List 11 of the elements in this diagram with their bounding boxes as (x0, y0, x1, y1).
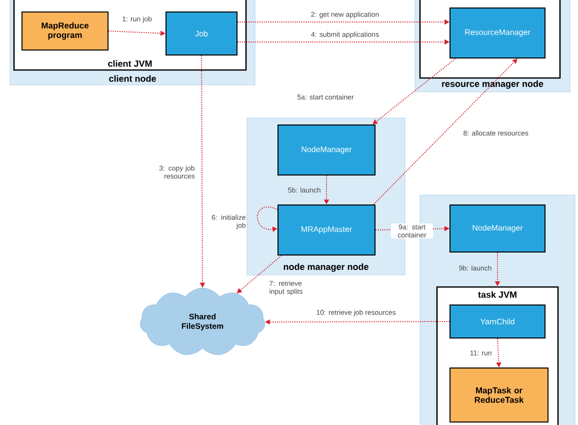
program-box: MapTask or ReduceTask (450, 368, 548, 422)
arrow (373, 58, 518, 205)
process-box: YarnChild (450, 304, 546, 338)
process-box: NodeManager (278, 124, 376, 176)
filesystem-cloud: Shared FileSystem (140, 288, 265, 355)
arrow (372, 58, 456, 124)
process-box: NodeManager (450, 204, 546, 252)
process-box: MRAppMaster (278, 204, 376, 256)
program-box: MapReduce program (22, 12, 108, 50)
process-box: ResourceManager (450, 8, 546, 58)
process-box: Job (166, 12, 238, 56)
